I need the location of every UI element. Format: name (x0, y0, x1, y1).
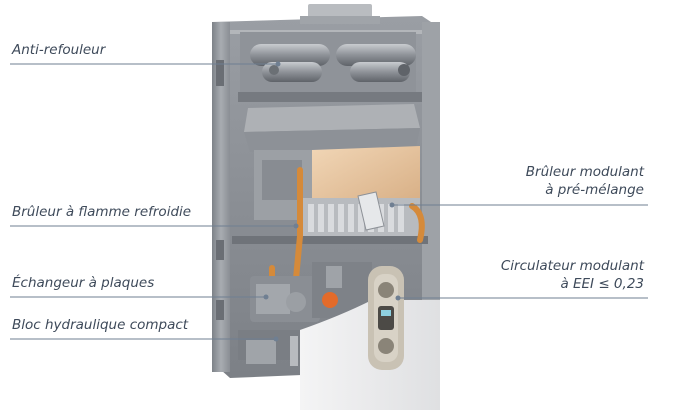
label-circulateur-line2: à EEI ≤ 0,23 (560, 276, 644, 292)
label-anti-refouleur: Anti-refouleur (12, 42, 106, 58)
flue-hood (244, 104, 420, 152)
dot-bruleur-flamme (293, 223, 299, 229)
control-panel (368, 266, 404, 370)
label-echangeur-plaques: Échangeur à plaques (12, 275, 155, 291)
dot-bloc-hydraulique (273, 336, 279, 342)
label-circulateur-line1: Circulateur modulant (500, 258, 644, 274)
dot-circulateur (395, 295, 401, 301)
anti-refouleur-part (238, 32, 422, 102)
burner-assembly (232, 191, 428, 244)
label-bruleur-modulant-line2: à pré-mélange (545, 182, 644, 198)
label-bruleur-flamme-refroidie: Brûleur à flamme refroidie (12, 204, 192, 220)
label-circulateur: Circulateur modulant à EEI ≤ 0,23 (501, 257, 644, 293)
dot-bruleur-modulant (389, 202, 395, 208)
dot-anti-refouleur (275, 61, 281, 67)
label-bloc-hydraulique: Bloc hydraulique compact (12, 317, 189, 333)
dot-echangeur (263, 294, 269, 300)
label-bruleur-modulant: Brûleur modulant à pré-mélange (526, 163, 644, 199)
leader-lines (10, 61, 648, 342)
label-bruleur-modulant-line1: Brûleur modulant (525, 164, 644, 180)
